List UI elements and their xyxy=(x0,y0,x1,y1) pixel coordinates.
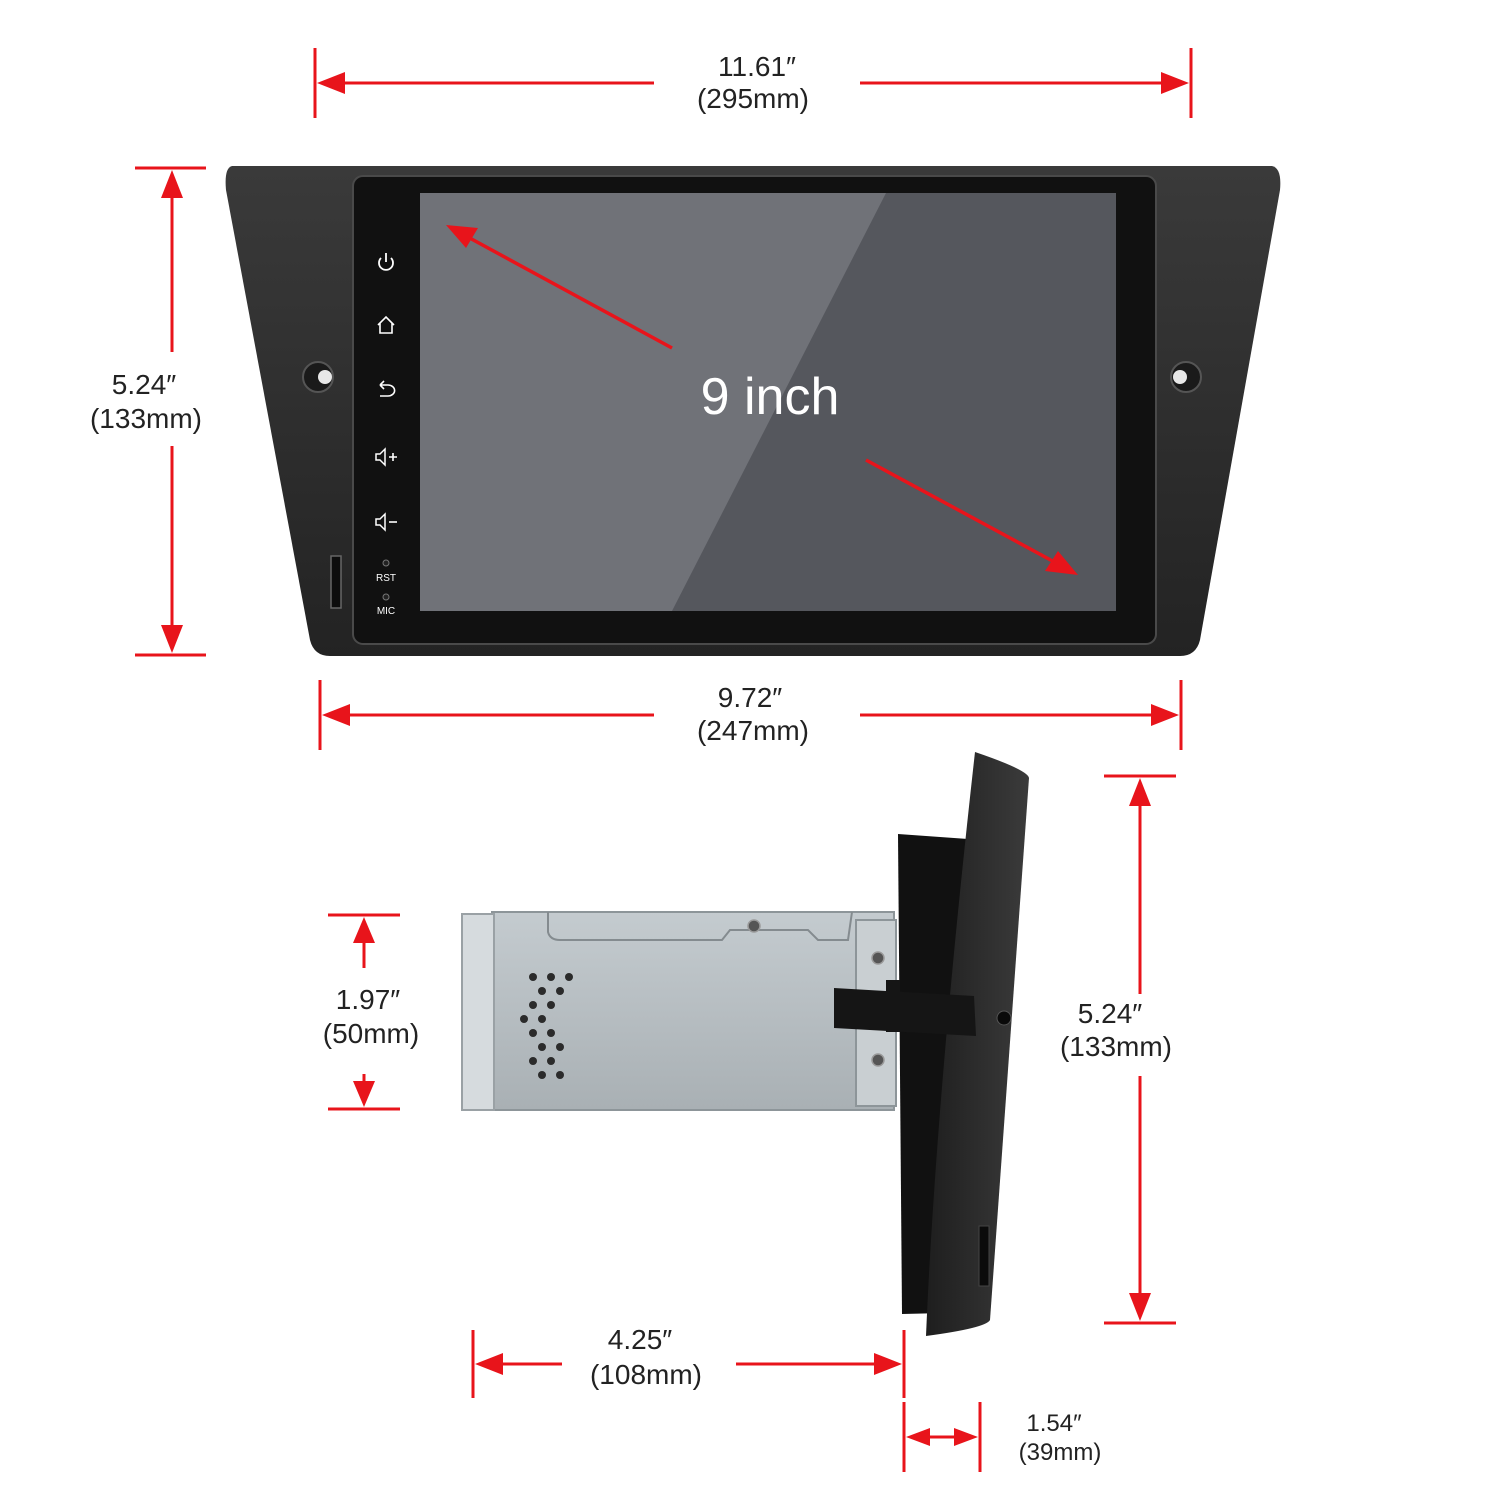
microphone-hole xyxy=(382,593,390,601)
frame-width-mm: (247mm) xyxy=(697,715,809,746)
dimension-labels: 11.61″ (295mm) 5.24″ (133mm) 9.72″ (247m… xyxy=(90,51,1172,1466)
chassis-height-inch: 1.97″ xyxy=(336,984,400,1015)
side-screw-hole xyxy=(996,1010,1012,1026)
sd-card-slot xyxy=(330,555,342,609)
overall-width-mm: (295mm) xyxy=(697,83,809,114)
side-height-inch: 5.24″ xyxy=(1078,998,1142,1029)
screen-reflection xyxy=(420,193,886,611)
home-icon[interactable] xyxy=(377,315,395,334)
mount-arm xyxy=(834,988,976,1036)
side-view xyxy=(461,752,1029,1336)
front-view: RST MIC 9 inch xyxy=(225,166,1281,656)
back-icon[interactable] xyxy=(379,380,396,397)
reset-button[interactable] xyxy=(382,559,390,567)
chassis-height-mm: (50mm) xyxy=(323,1018,419,1049)
volume-up-icon[interactable] xyxy=(375,447,397,467)
chassis-top-rib xyxy=(547,911,853,941)
front-height-mm: (133mm) xyxy=(90,403,202,434)
chassis-end-plate xyxy=(461,913,495,1111)
volume-down-icon[interactable] xyxy=(375,512,397,532)
vent-holes xyxy=(520,973,573,1079)
mount-screw-right xyxy=(1173,370,1187,384)
front-height-inch: 5.24″ xyxy=(112,369,176,400)
reset-label: RST xyxy=(376,573,396,584)
side-height-mm: (133mm) xyxy=(1060,1031,1172,1062)
panel-depth-mm: (39mm) xyxy=(1019,1439,1102,1466)
side-bezel xyxy=(926,752,1029,1336)
screen-size-label: 9 inch xyxy=(701,368,840,426)
chassis-depth-mm: (108mm) xyxy=(590,1359,702,1390)
dimension-lines xyxy=(135,48,1193,1472)
mount-arm-post xyxy=(886,980,900,1032)
overall-width-inch: 11.61″ xyxy=(718,51,796,82)
mount-screw-left xyxy=(318,370,332,384)
side-slot xyxy=(978,1225,990,1287)
bracket-screw-bottom xyxy=(871,1053,885,1067)
panel-depth-inch: 1.54″ xyxy=(1026,1410,1082,1437)
microphone-label: MIC xyxy=(377,606,395,617)
chassis-depth-inch: 4.25″ xyxy=(608,1324,672,1355)
chassis-screw-top xyxy=(747,919,761,933)
bracket-screw-top xyxy=(871,951,885,965)
screen-diagonal-arrows xyxy=(446,225,1078,575)
power-icon[interactable] xyxy=(378,253,394,271)
frame-width-inch: 9.72″ xyxy=(718,682,782,713)
chassis-body xyxy=(491,911,895,1111)
